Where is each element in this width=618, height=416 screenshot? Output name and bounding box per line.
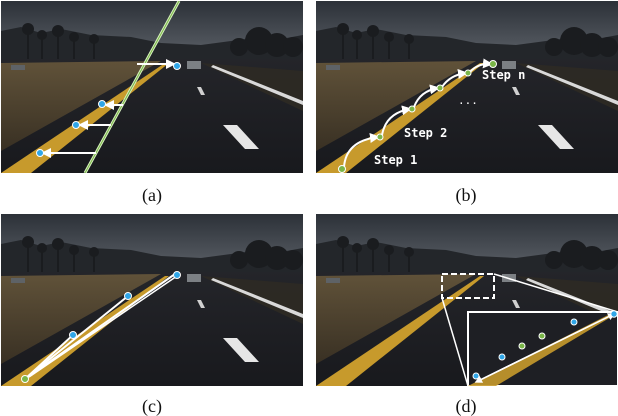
step-arc [413, 84, 440, 108]
keypoint [69, 331, 77, 339]
keypoint [173, 271, 181, 279]
panel-d-image [316, 214, 618, 386]
step-point [464, 69, 472, 77]
caption-b: (b) [455, 185, 477, 205]
step-point [538, 332, 546, 340]
keypoint [36, 149, 44, 157]
step-arc [469, 58, 493, 73]
step-point [408, 105, 416, 113]
caption-d: (d) [455, 396, 477, 416]
step-2-label: Step 2 [404, 126, 447, 140]
ellipsis-label: ... [458, 94, 478, 107]
step-n-label: Step n [482, 68, 525, 82]
zoom-connector [441, 297, 469, 386]
start-point [21, 375, 29, 383]
regression-line [24, 295, 129, 380]
start-point [338, 165, 346, 173]
caption-c: (c) [142, 396, 162, 416]
regression-line [28, 275, 178, 378]
panel-c-image [1, 214, 303, 386]
keypoint [570, 318, 578, 326]
keypoint [610, 310, 618, 318]
zoom-inset [467, 310, 618, 386]
step-point [436, 84, 444, 92]
step-point [376, 133, 384, 141]
zoom-connector [493, 273, 618, 313]
keypoint [98, 100, 106, 108]
step-arc [343, 133, 380, 168]
step-arc [441, 69, 468, 88]
keypoint [498, 353, 506, 361]
keypoint [124, 292, 132, 300]
keypoint [72, 121, 80, 129]
panel-a-image [1, 1, 303, 173]
regression-line [24, 334, 74, 380]
zoom-source-box [441, 273, 495, 299]
keypoint [173, 62, 181, 70]
step-1-label: Step 1 [374, 153, 417, 167]
caption-a: (a) [142, 185, 162, 205]
step-point [518, 342, 526, 350]
regression-line [24, 273, 176, 380]
step-arc [381, 105, 412, 136]
end-point [489, 60, 497, 68]
panel-b-image: Step 1 Step 2 Step n ... [316, 1, 618, 173]
keypoint [472, 372, 480, 380]
